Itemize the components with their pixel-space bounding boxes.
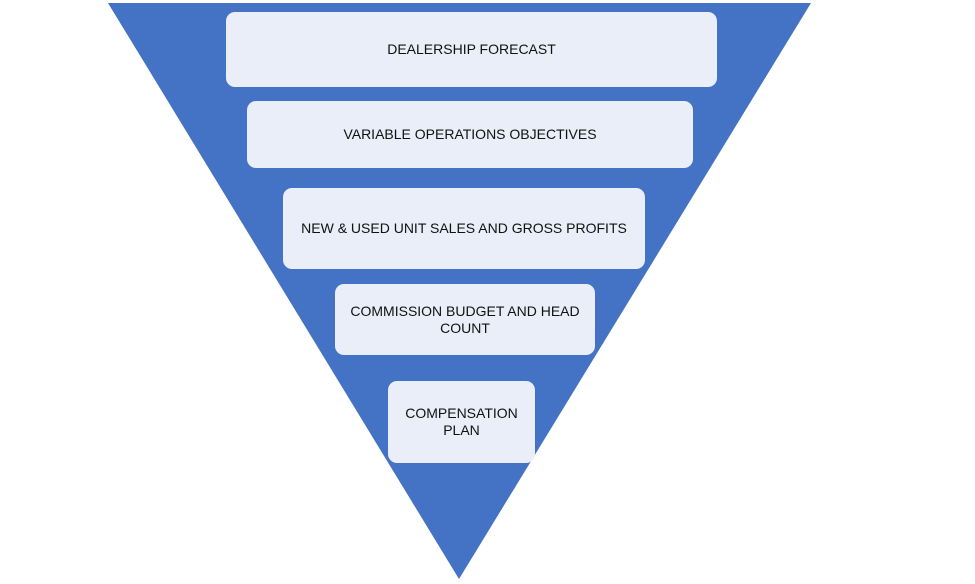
level-unit-sales-gross-profits: NEW & USED UNIT SALES AND GROSS PROFITS: [283, 188, 645, 269]
level-variable-operations-objectives: VARIABLE OPERATIONS OBJECTIVES: [247, 101, 693, 168]
level-commission-budget-head-count: COMMISSION BUDGET AND HEAD COUNT: [335, 284, 595, 355]
level-label: COMPENSATION PLAN: [405, 405, 518, 438]
level-label: DEALERSHIP FORECAST: [387, 41, 556, 57]
level-label: COMMISSION BUDGET AND HEAD COUNT: [350, 302, 580, 336]
level-dealership-forecast: DEALERSHIP FORECAST: [226, 12, 717, 87]
level-compensation-plan: COMPENSATION PLAN: [388, 381, 535, 463]
level-label: VARIABLE OPERATIONS OBJECTIVES: [343, 126, 597, 142]
level-label: NEW & USED UNIT SALES AND GROSS PROFITS: [301, 220, 627, 236]
